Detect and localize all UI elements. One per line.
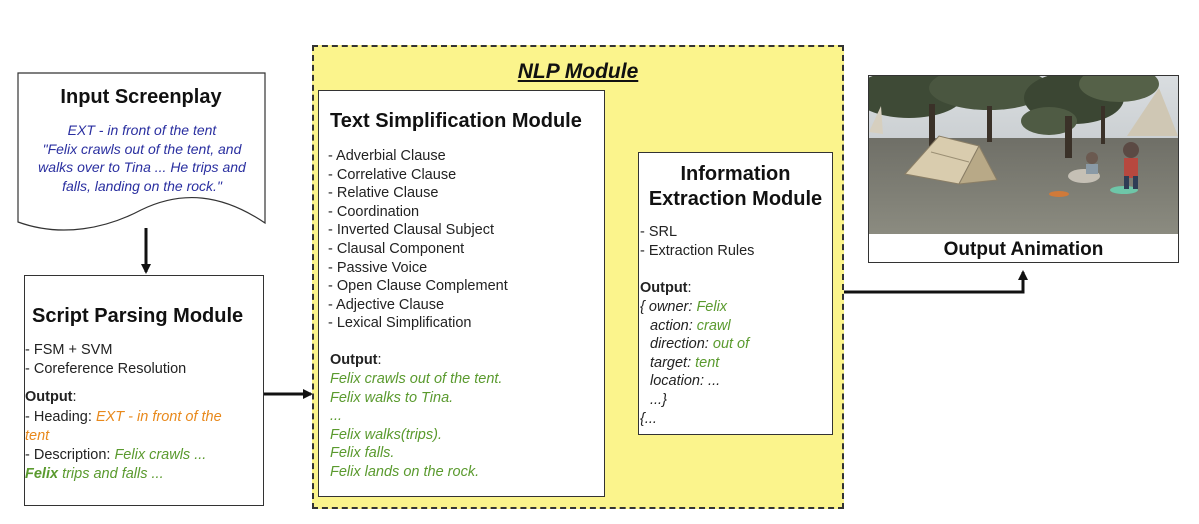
extraction-field: action: crawl bbox=[640, 317, 749, 336]
output-animation-title: Output Animation bbox=[943, 239, 1104, 260]
field-key: owner: bbox=[648, 299, 697, 315]
output-label: Output bbox=[25, 389, 73, 405]
extraction-item: - SRL bbox=[640, 224, 678, 240]
text-simplification-title: Text Simplification Module bbox=[330, 110, 582, 132]
information-extraction-module: Information Extraction Module - SRL - Ex… bbox=[638, 152, 833, 435]
simplification-item: - Relative Clause bbox=[328, 185, 439, 202]
output-colon: : bbox=[687, 280, 692, 296]
field-value: Felix bbox=[696, 299, 728, 315]
script-parsing-item: - FSM + SVM bbox=[25, 342, 113, 358]
description-value: Felix crawls ... bbox=[114, 447, 207, 463]
script-parsing-heading: - Heading: EXT - in front of the bbox=[25, 408, 222, 427]
script-parsing-module: Script Parsing Module - FSM + SVM - Core… bbox=[24, 275, 264, 506]
script-parsing-description: - Description: Felix crawls ... bbox=[25, 446, 206, 465]
script-parsing-title: Script Parsing Module bbox=[32, 305, 244, 327]
screenplay-line: EXT - in front of the tent bbox=[67, 122, 217, 138]
nlp-module-title: NLP Module bbox=[517, 60, 639, 83]
simplification-item: - Coordination bbox=[328, 203, 420, 220]
screenplay-line: walks over to Tina ... He trips and bbox=[38, 159, 246, 175]
text-simplification-module: Text Simplification Module - Adverbial C… bbox=[318, 90, 605, 497]
information-extraction-title: Information Extraction Module bbox=[639, 162, 832, 212]
screenplay-line: "Felix crawls out of the tent, and bbox=[42, 140, 242, 157]
simplification-item: - Passive Voice bbox=[328, 259, 428, 276]
extraction-output-label: Output: bbox=[640, 279, 692, 298]
field-key: direction: bbox=[650, 336, 713, 353]
field-value: ... bbox=[708, 373, 721, 390]
animation-scene-image bbox=[869, 76, 1178, 234]
simplified-sentence: Felix walks to Tina. bbox=[330, 389, 454, 406]
input-screenplay-text: EXT - in front of the tent "Felix crawls… bbox=[24, 121, 260, 195]
simplification-item: - Adjective Clause bbox=[328, 296, 445, 313]
input-screenplay-title: Input Screenplay bbox=[60, 86, 222, 108]
simplification-item: - Clausal Component bbox=[328, 240, 465, 257]
title-line: Extraction Module bbox=[648, 188, 823, 210]
description-label: - Description: bbox=[25, 447, 115, 463]
simplification-item: - Correlative Clause bbox=[328, 166, 457, 183]
simplification-items-list: - Adverbial Clause - Correlative Clause … bbox=[328, 147, 508, 333]
script-parsing-item: - Coreference Resolution bbox=[25, 361, 187, 377]
extraction-field: { owner: Felix bbox=[640, 298, 749, 317]
field-value: out of bbox=[712, 336, 750, 353]
simplification-output-list: Felix crawls out of the tent. Felix walk… bbox=[330, 370, 502, 482]
field-key: action: bbox=[650, 317, 697, 334]
simplification-item: - Adverbial Clause bbox=[328, 148, 446, 164]
field-value: tent bbox=[695, 354, 720, 371]
heading-value-continued: tent bbox=[25, 428, 50, 444]
arrow-extraction-to-animation bbox=[833, 270, 1028, 294]
simplified-sentence: Felix falls. bbox=[330, 445, 395, 462]
field-value: crawl bbox=[696, 317, 731, 334]
extraction-last-line: {... bbox=[640, 410, 657, 427]
open-brace: { bbox=[640, 299, 645, 315]
field-key: target: bbox=[650, 354, 696, 371]
field-key: location: bbox=[650, 373, 709, 390]
output-label: Output bbox=[640, 280, 688, 296]
description-tail: trips and falls ... bbox=[58, 466, 164, 482]
extraction-field: location: ... bbox=[640, 372, 749, 391]
extraction-item: - Extraction Rules bbox=[640, 243, 755, 259]
simplified-sentence: Felix walks(trips). bbox=[330, 426, 442, 443]
output-colon: : bbox=[377, 352, 382, 368]
output-colon: : bbox=[72, 389, 77, 405]
extraction-output-object: { owner: Felix action: crawl direction: … bbox=[640, 298, 749, 428]
simplification-item: - Inverted Clausal Subject bbox=[328, 222, 495, 239]
extraction-field: target: tent bbox=[640, 354, 749, 373]
screenplay-document-shape bbox=[17, 72, 266, 231]
description-value-continued: Felix trips and falls ... bbox=[25, 465, 164, 484]
heading-value: EXT - in front of the bbox=[95, 409, 222, 425]
title-line: Information bbox=[680, 163, 791, 185]
script-parsing-output-label: Output: bbox=[25, 388, 77, 407]
simplified-sentence: ... bbox=[330, 408, 343, 425]
description-bold-name: Felix bbox=[25, 466, 59, 482]
simplification-output-label: Output: bbox=[330, 351, 382, 370]
output-label: Output bbox=[330, 352, 378, 368]
extraction-field: direction: out of bbox=[640, 335, 749, 354]
heading-label: - Heading: bbox=[25, 409, 96, 425]
screenplay-line: falls, landing on the rock." bbox=[62, 177, 222, 194]
simplified-sentence: Felix lands on the rock. bbox=[330, 463, 480, 480]
simplified-sentence: Felix crawls out of the tent. bbox=[330, 371, 503, 387]
simplification-item: - Open Clause Complement bbox=[328, 278, 508, 295]
extraction-close-line: ...} bbox=[650, 391, 667, 408]
output-animation-panel: Output Animation bbox=[868, 75, 1179, 263]
simplification-item: - Lexical Simplification bbox=[328, 315, 472, 332]
